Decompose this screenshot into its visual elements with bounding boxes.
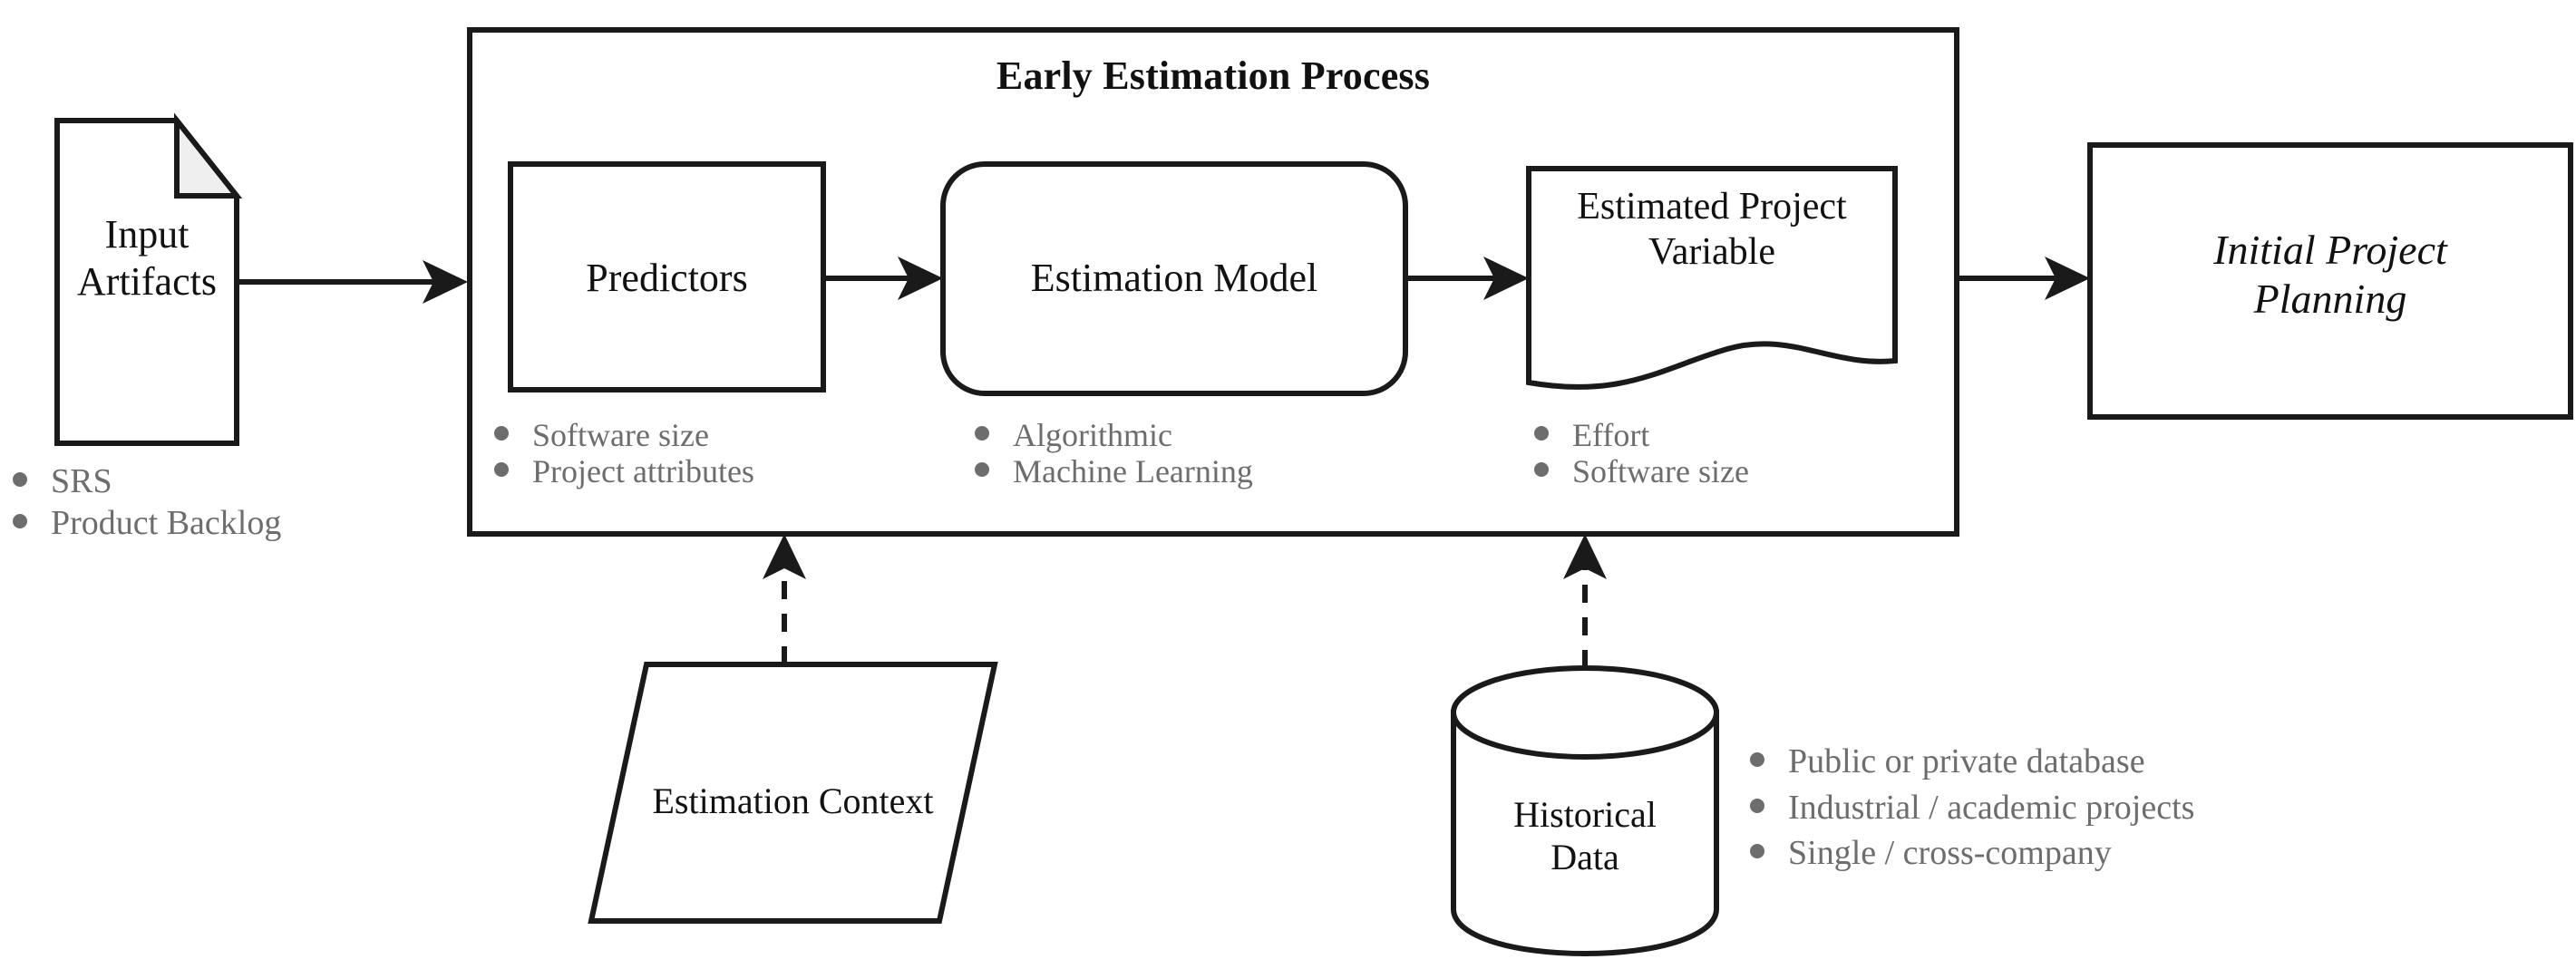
initial-project-planning-shape bbox=[2087, 142, 2573, 420]
list-item: Algorithmic bbox=[975, 417, 1253, 453]
list-item-label: Product Backlog bbox=[51, 504, 282, 543]
arrow-historical-to-process-head bbox=[1563, 534, 1607, 579]
list-item-label: Public or private database bbox=[1788, 742, 2145, 780]
estimation-context-label: Estimation Context bbox=[652, 780, 934, 821]
list-item: Effort bbox=[1534, 417, 1749, 453]
estimated-project-variable-label: Estimated Project Variable bbox=[1577, 186, 1847, 273]
page-title: Early Estimation Process bbox=[996, 53, 1431, 98]
list-item: Software size bbox=[1534, 453, 1749, 489]
initial-project-planning-label: Initial Project Planning bbox=[2213, 227, 2447, 323]
arrow-context-to-process-head bbox=[763, 534, 806, 579]
arrow-predictors-to-model-head bbox=[898, 257, 943, 300]
predictors-shape bbox=[508, 161, 826, 392]
list-item-label: Software size bbox=[532, 417, 709, 453]
bullet-dot-icon bbox=[494, 462, 509, 478]
estimation-context-shape bbox=[588, 662, 998, 924]
arrow-input-to-process-head bbox=[423, 260, 468, 304]
list-item-label: Software size bbox=[1572, 453, 1749, 490]
input-artifacts-fold-icon bbox=[174, 112, 243, 199]
bullet-dot-icon bbox=[13, 514, 27, 529]
predictors-bullets: Software size Project attributes bbox=[494, 417, 754, 490]
bullet-dot-icon bbox=[1750, 798, 1764, 813]
bullet-dot-icon bbox=[975, 462, 989, 478]
bullet-dot-icon bbox=[1750, 752, 1764, 767]
early-estimation-process-frame bbox=[467, 27, 1959, 537]
historical-data-cylinder-body bbox=[1451, 710, 1719, 957]
bullet-dot-icon bbox=[1534, 462, 1549, 478]
list-item-label: SRS bbox=[51, 462, 112, 500]
list-item: SRS bbox=[13, 460, 281, 502]
input-artifacts-shape bbox=[54, 118, 239, 446]
arrow-process-to-planning-head bbox=[2045, 257, 2090, 300]
historical-data-cylinder-top bbox=[1451, 665, 1719, 760]
list-item: Industrial / academic projects bbox=[1750, 785, 2194, 831]
list-item-label: Single / cross-company bbox=[1788, 834, 2112, 873]
bullet-dot-icon bbox=[1534, 426, 1549, 441]
arrow-model-to-variable-head bbox=[1483, 257, 1529, 300]
list-item: Single / cross-company bbox=[1750, 830, 2194, 877]
historical-data-bullets: Public or private database Industrial / … bbox=[1750, 739, 2194, 877]
estimated-project-variable-bullets: Effort Software size bbox=[1534, 417, 1749, 490]
input-artifacts-bullets: SRS Product Backlog bbox=[13, 460, 281, 545]
bullet-dot-icon bbox=[975, 426, 989, 441]
estimation-model-bullets: Algorithmic Machine Learning bbox=[975, 417, 1253, 490]
list-item-label: Machine Learning bbox=[1013, 453, 1253, 490]
bullet-dot-icon bbox=[1750, 844, 1764, 859]
input-artifacts-label: Input Artifacts bbox=[77, 212, 217, 304]
list-item-label: Algorithmic bbox=[1013, 417, 1172, 453]
list-item: Public or private database bbox=[1750, 739, 2194, 785]
list-item: Machine Learning bbox=[975, 453, 1253, 489]
list-item-label: Industrial / academic projects bbox=[1788, 788, 2195, 827]
list-item: Software size bbox=[494, 417, 754, 453]
list-item-label: Project attributes bbox=[532, 453, 754, 490]
predictors-label: Predictors bbox=[586, 256, 748, 300]
list-item-label: Effort bbox=[1572, 417, 1650, 453]
bullet-dot-icon bbox=[13, 472, 27, 487]
historical-data-label: Historical Data bbox=[1513, 794, 1657, 878]
bullet-dot-icon bbox=[494, 426, 509, 441]
list-item: Product Backlog bbox=[13, 502, 281, 544]
estimated-project-variable-shape bbox=[1526, 166, 1898, 390]
list-item: Project attributes bbox=[494, 453, 754, 489]
estimation-model-label: Estimation Model bbox=[1030, 256, 1318, 300]
